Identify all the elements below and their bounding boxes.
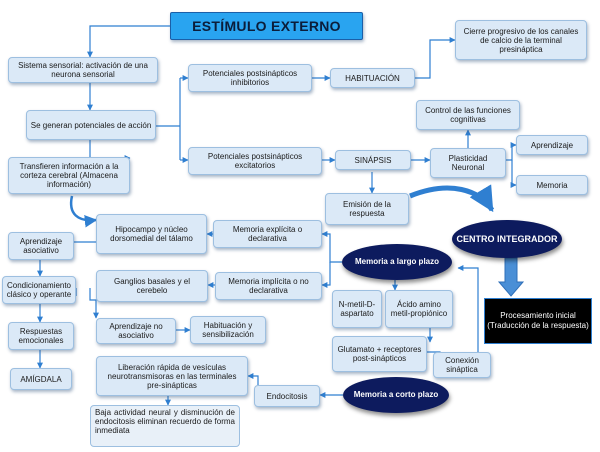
node-n-metil-d-aspartato: N-metil-D-aspartato: [332, 290, 382, 328]
node-respuestas-emocionales: Respuestas emocionales: [8, 322, 74, 350]
node-control-funciones: Control de las funciones cognitivas: [416, 100, 520, 130]
node-endocitosis: Endocitosis: [254, 385, 320, 407]
node-aprendizaje-asociativo: Aprendizaje asociativo: [8, 232, 74, 260]
node-aprendizaje: Aprendizaje: [516, 135, 588, 155]
node-habituacion-sensibilizacion: Habituación y sensibilización: [190, 316, 266, 344]
node-hipocampo: Hipocampo y núcleo dorsomedial del tálam…: [96, 214, 207, 254]
node-centro-integrador: CENTRO INTEGRADOR: [452, 220, 562, 258]
node-memoria: Memoria: [516, 175, 588, 195]
node-memoria-implicita: Memoria implícita o no declarativa: [215, 272, 322, 300]
node-aprendizaje-no-asociativo: Aprendizaje no asociativo: [96, 318, 176, 344]
node-procesamiento-inicial: Procesamiento inicial (Traducción de la …: [484, 298, 592, 344]
node-amigdala: AMÍGDALA: [10, 368, 72, 390]
node-emision-respuesta: Emisión de la respuesta: [325, 193, 409, 225]
node-memoria-corto-plazo: Memoria a corto plazo: [343, 377, 449, 413]
node-acido-amino: Ácido amino metil-propiónico: [385, 290, 453, 328]
node-sistema-sensorial: Sistema sensorial: activación de una neu…: [8, 57, 158, 83]
node-potenciales-excitatorios: Potenciales postsinápticos excitatorios: [188, 147, 322, 175]
node-habituacion: HABITUACIÓN: [330, 68, 415, 88]
node-sinapsis: SINÁPSIS: [335, 150, 411, 170]
node-conexion-sinaptica: Conexión sináptica: [433, 352, 491, 378]
node-memoria-explicita: Memoria explícita o declarativa: [213, 220, 322, 248]
node-condicionamiento: Condicionamiento clásico y operante: [2, 276, 76, 304]
node-liberacion-rapida: Liberación rápida de vesículas neurotran…: [96, 356, 248, 396]
node-potenciales-inhibitorios: Potenciales postsinápticos inhibitorios: [188, 64, 312, 92]
node-glutamato: Glutamato + receptores post-sinápticos: [332, 336, 427, 372]
title-estimulo-externo: ESTÍMULO EXTERNO: [170, 12, 363, 40]
node-ganglios-basales: Ganglios basales y el cerebelo: [96, 270, 208, 302]
node-plasticidad-neuronal: Plasticidad Neuronal: [430, 148, 506, 178]
node-se-generan-potenciales: Se generan potenciales de acción: [26, 110, 156, 140]
node-baja-actividad: Baja actividad neural y disminución de e…: [90, 405, 240, 447]
node-transfieren-informacion: Transfieren información a la corteza cer…: [8, 157, 130, 194]
node-memoria-largo-plazo: Memoria a largo plazo: [342, 244, 452, 280]
node-cierre-progresivo: Cierre progresivo de los canales de calc…: [455, 20, 587, 60]
